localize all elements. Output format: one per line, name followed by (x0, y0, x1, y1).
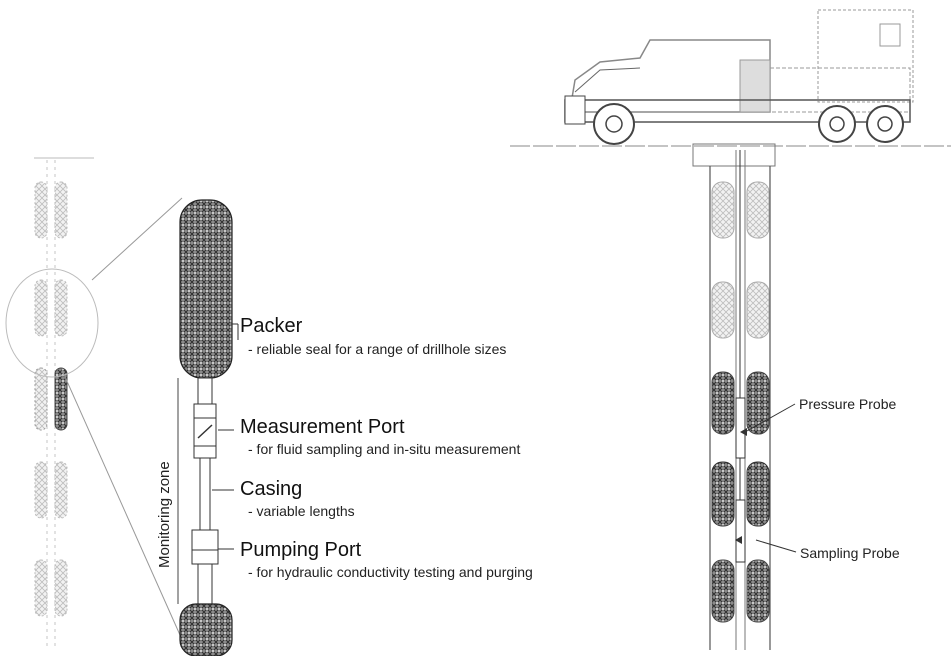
truck-wheel (593, 103, 635, 145)
magnifier-circle (5, 268, 99, 378)
borehole-packer (711, 371, 770, 435)
borehole-packer (711, 461, 770, 527)
pumping-port-title: Pumping Port (240, 539, 362, 561)
casing-description: - variable lengths (248, 503, 355, 519)
overview-packer (34, 279, 68, 337)
overview-packer (34, 461, 68, 519)
borehole-packer (711, 181, 770, 239)
monitoring-zone-label: Monitoring zone (156, 461, 173, 568)
overview-packer (34, 181, 68, 239)
drill-truck (510, 9, 951, 147)
packer-bottom (179, 603, 233, 656)
casing-title: Casing (240, 478, 303, 500)
packer-title: Packer (240, 315, 303, 337)
packer (179, 199, 233, 379)
truck-wheel (818, 105, 856, 143)
truck-wheel (866, 105, 904, 143)
pressure-probe-label: Pressure Probe (799, 396, 897, 412)
sampling-probe-label: Sampling Probe (800, 545, 900, 561)
borehole (692, 143, 797, 650)
packer-description: - reliable seal for a range of drillhole… (248, 341, 507, 357)
overview-packer (34, 559, 68, 617)
pressure-probe (735, 397, 747, 459)
enlarged-string (177, 199, 239, 656)
borehole-packer (711, 281, 770, 339)
pumping-port (191, 529, 219, 605)
measurement-port (193, 403, 217, 459)
borehole-packer (711, 559, 770, 623)
overview-packer-highlighted (34, 367, 68, 431)
measurement-port-description: - for fluid sampling and in-situ measure… (248, 441, 521, 457)
overview-string (5, 157, 183, 650)
sampling-probe (735, 499, 746, 563)
measurement-port-title: Measurement Port (240, 416, 405, 438)
pumping-port-description: - for hydraulic conductivity testing and… (248, 564, 533, 580)
casing (199, 457, 211, 531)
